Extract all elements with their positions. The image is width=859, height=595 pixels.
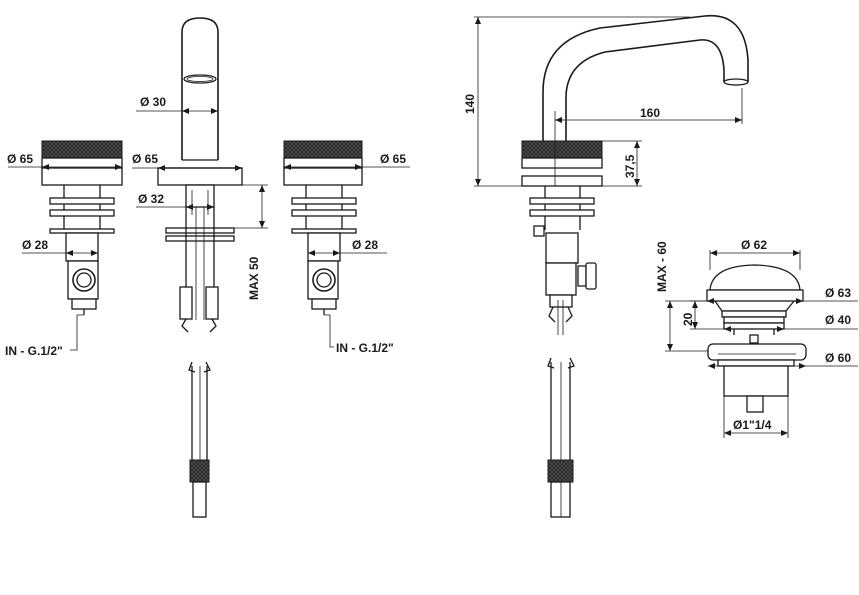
pop-up-waste [706, 264, 807, 413]
side-base-height-label: 37,5 [623, 154, 637, 178]
max-thickness-label: MAX 50 [247, 256, 261, 300]
left-handle-dim-label: Ø 65 [7, 152, 33, 166]
side-handle-knurl [521, 140, 603, 159]
hole-dim-label: Ø 32 [138, 192, 164, 206]
left-valve [41, 140, 123, 351]
right-handle-dim-label: Ø 65 [380, 152, 406, 166]
left-handle-knurl [41, 140, 123, 159]
waste-flange-label: Ø 63 [825, 286, 851, 300]
waste-max-label: MAX - 60 [655, 241, 669, 292]
right-valve [283, 140, 363, 348]
right-inlet-label: IN - G.1/2" [336, 341, 394, 355]
left-inlet-label: IN - G.1/2" [5, 344, 63, 358]
spout-side [521, 14, 749, 518]
spout-dim-label: Ø 30 [140, 95, 166, 109]
waste-lower-label: Ø 60 [825, 351, 851, 365]
side-height-label: 140 [463, 94, 477, 114]
waste-height-label: 20 [681, 312, 695, 326]
base-dim-label: Ø 65 [132, 152, 158, 166]
waste-cap-label: Ø 62 [741, 238, 767, 252]
right-handle-knurl [283, 140, 363, 159]
side-reach-label: 160 [640, 106, 660, 120]
waste-thread-label: Ø1"1/4 [733, 418, 772, 432]
right-body-dim-label: Ø 28 [352, 238, 378, 252]
waste-neck-label: Ø 40 [825, 313, 851, 327]
left-body-dim-label: Ø 28 [22, 238, 48, 252]
spout-front [157, 17, 243, 518]
